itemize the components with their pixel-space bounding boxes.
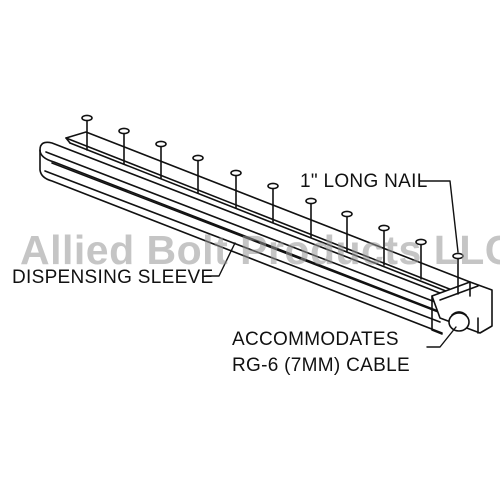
nail	[155, 140, 167, 179]
nail	[341, 210, 353, 252]
nail-callout-label: 1" LONG NAIL	[300, 171, 428, 192]
sleeve-callout-label: DISPENSING SLEEVE	[12, 267, 214, 288]
nail-leader	[419, 180, 459, 253]
nail	[378, 224, 390, 266]
sleeve-leader	[205, 242, 236, 277]
nail	[267, 182, 279, 223]
nail	[192, 154, 204, 194]
company-watermark: Allied Bolt Products LLC	[20, 227, 500, 273]
nail	[415, 238, 427, 280]
nail	[230, 169, 242, 209]
nail	[81, 114, 93, 151]
cable-callout-line2: RG-6 (7MM) CABLE	[232, 355, 410, 376]
cable-leader	[426, 326, 457, 348]
cable-callout-line1: ACCOMMODATES	[232, 329, 399, 350]
nail	[452, 252, 464, 295]
nails	[81, 114, 464, 295]
leader-lines	[205, 180, 459, 348]
nail	[305, 197, 317, 238]
cable-end-clip	[431, 281, 493, 335]
nail	[118, 127, 130, 165]
